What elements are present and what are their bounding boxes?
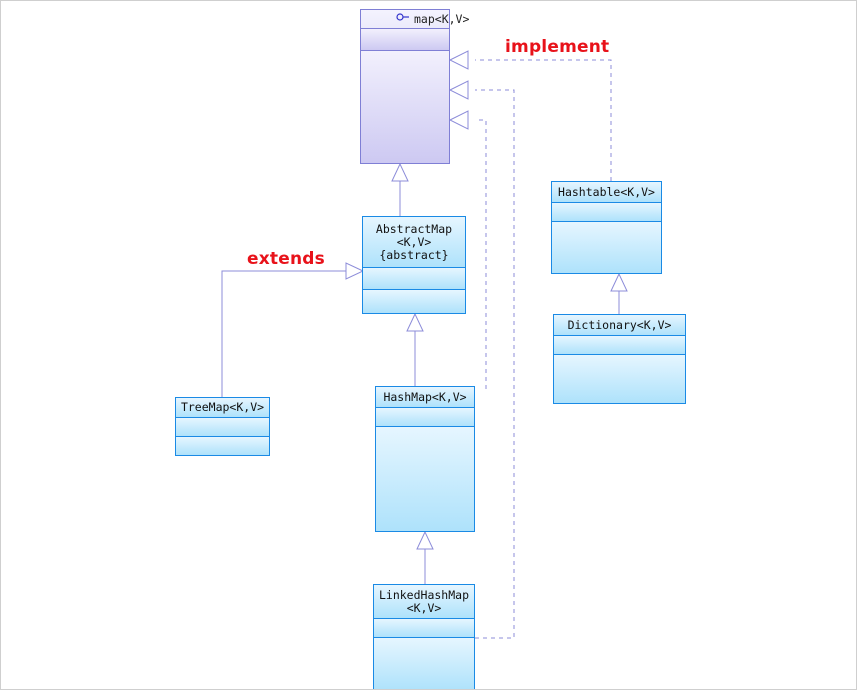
class-node-linkedhashmap-operations [373, 638, 475, 689]
class-node-treemap[interactable]: TreeMap<K,V> [175, 397, 270, 456]
class-node-map-name: map<K,V> [414, 11, 470, 26]
class-node-abstractmap-name: AbstractMap [375, 221, 453, 236]
class-node-hashmap-name: HashMap<K,V> [383, 389, 467, 404]
class-node-hashtable-title: Hashtable<K,V> [551, 181, 662, 203]
relation-hashtable-implements-map [448, 50, 612, 181]
class-node-hashtable-attributes [551, 203, 662, 222]
class-node-linkedhashmap-attributes [373, 619, 475, 638]
class-node-abstractmap-title: AbstractMap <K,V> {abstract} [362, 216, 466, 268]
class-node-hashtable-name: Hashtable<K,V> [558, 184, 655, 199]
interface-lollipop-icon [341, 1, 410, 38]
class-node-hashmap-attributes [375, 408, 475, 427]
class-node-dictionary-operations [553, 355, 686, 404]
class-node-treemap-attributes [175, 418, 270, 437]
class-node-treemap-operations [175, 437, 270, 456]
class-node-hashmap-operations [375, 427, 475, 532]
class-node-dictionary-title: Dictionary<K,V> [553, 314, 686, 336]
class-node-hashmap-title: HashMap<K,V> [375, 386, 475, 408]
class-node-abstractmap-operations [362, 290, 466, 314]
relation-linkedhashmap-extends-hashmap [416, 530, 434, 584]
relation-abstractmap-extends-map [391, 162, 409, 216]
class-node-map-attributes [360, 29, 450, 51]
relation-label-implement: implement [505, 37, 610, 57]
class-node-linkedhashmap-name: LinkedHashMap [378, 587, 469, 602]
class-node-abstractmap-attributes [362, 268, 466, 290]
class-node-treemap-title: TreeMap<K,V> [175, 397, 270, 418]
relation-hashmap-extends-abstractmap [406, 312, 424, 389]
class-node-dictionary-name: Dictionary<K,V> [567, 317, 672, 332]
class-node-map-title: map<K,V> [360, 9, 469, 29]
relation-dictionary-extends-hashtable [610, 272, 628, 314]
class-node-map[interactable]: map<K,V> [360, 9, 469, 164]
class-node-linkedhashmap-generics: <K,V> [406, 600, 442, 615]
class-node-hashmap[interactable]: HashMap<K,V> [375, 386, 475, 532]
relation-linkedhashmap-implements-map [448, 80, 515, 639]
class-node-treemap-name: TreeMap<K,V> [180, 400, 265, 414]
relation-label-extends: extends [247, 249, 325, 269]
class-node-linkedhashmap[interactable]: LinkedHashMap <K,V> [373, 584, 475, 689]
class-node-hashtable[interactable]: Hashtable<K,V> [551, 181, 662, 274]
class-node-abstractmap-modifier: {abstract} [379, 247, 449, 262]
class-node-abstractmap[interactable]: AbstractMap <K,V> {abstract} [362, 216, 466, 314]
class-node-hashtable-operations [551, 222, 662, 274]
class-node-map-operations [360, 51, 450, 164]
class-node-abstractmap-generics: <K,V> [396, 234, 432, 249]
class-node-dictionary-attributes [553, 336, 686, 355]
relation-treemap-extends-abstractmap [221, 262, 365, 397]
class-node-dictionary[interactable]: Dictionary<K,V> [553, 314, 686, 404]
class-node-linkedhashmap-title: LinkedHashMap <K,V> [373, 584, 475, 619]
